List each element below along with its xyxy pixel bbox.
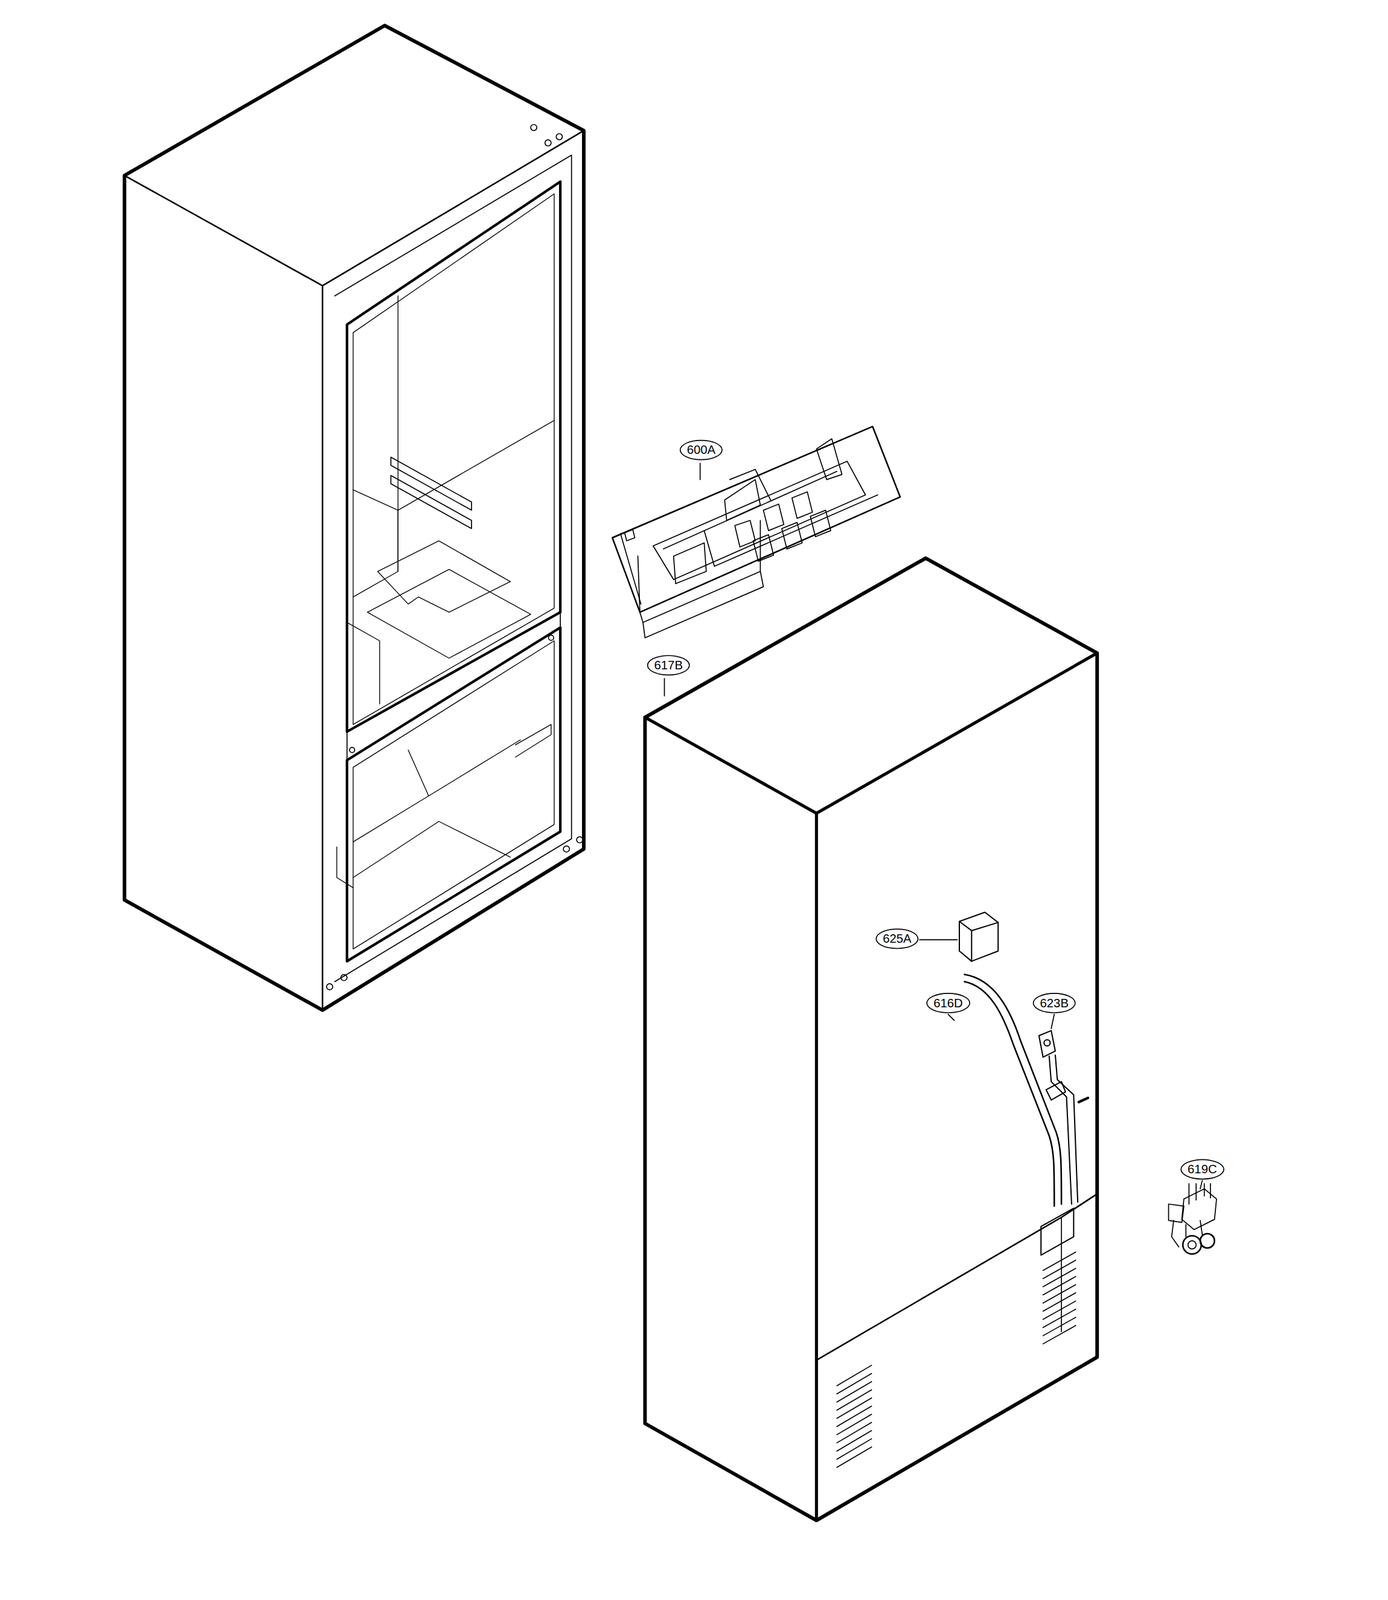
leader-lines bbox=[664, 463, 1203, 1190]
refrigerator-cabinet-front bbox=[124, 25, 584, 1011]
callout-number: 600A bbox=[679, 440, 723, 461]
refrigerator-cabinet-rear bbox=[644, 558, 1097, 1521]
callout-number: 623B bbox=[1033, 993, 1076, 1014]
callout-number: 616D bbox=[926, 993, 970, 1014]
water-valve bbox=[1168, 1183, 1217, 1255]
control-box bbox=[959, 912, 998, 962]
callout-number: 617B bbox=[647, 655, 691, 676]
ice-bin-assembly bbox=[612, 426, 901, 639]
callout-number: 619C bbox=[1180, 1159, 1224, 1181]
inlet-valve-tube bbox=[1039, 1031, 1088, 1205]
callout-number: 625A bbox=[875, 929, 919, 950]
